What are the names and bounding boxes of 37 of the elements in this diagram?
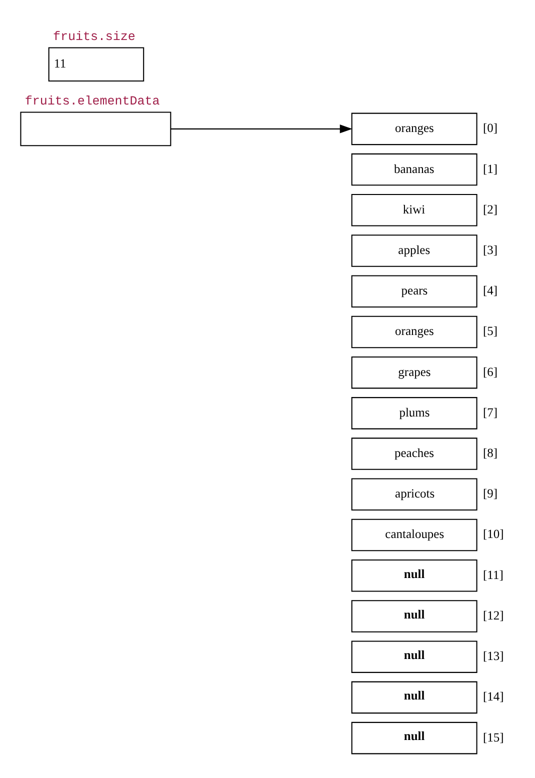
node-box: null xyxy=(351,721,478,754)
node-label: [15] xyxy=(483,730,504,744)
node-box: apricots xyxy=(351,478,478,510)
node-box: null xyxy=(351,640,478,672)
node-label: [8] xyxy=(483,446,498,460)
node-box: kiwi xyxy=(351,194,478,226)
node-label: [11] xyxy=(483,567,504,582)
node-box: apples xyxy=(351,234,478,266)
node-box: null xyxy=(351,600,478,632)
node-label: [4] xyxy=(483,283,498,298)
node-box: oranges xyxy=(351,112,478,145)
node-label: [0] xyxy=(483,120,498,135)
node-box: peaches xyxy=(351,437,478,470)
node-label: [12] xyxy=(483,608,504,622)
node-label: [14] xyxy=(483,689,504,704)
node-label: fruits.elementData xyxy=(24,94,160,108)
node-label: [13] xyxy=(483,648,504,663)
node-label: [9] xyxy=(483,486,498,500)
node-box: pears xyxy=(351,274,478,307)
node-box: grapes xyxy=(351,356,478,388)
node-label: fruits.size xyxy=(53,30,136,44)
node-box: oranges xyxy=(351,315,478,348)
node-label: [6] xyxy=(483,364,498,378)
node-label: [5] xyxy=(483,324,498,338)
node-box: 11 xyxy=(48,46,144,82)
node-label: [1] xyxy=(483,161,498,176)
arrow xyxy=(170,124,352,133)
node-box: null xyxy=(351,558,478,592)
node-label: [2] xyxy=(483,202,498,216)
node-box: plums xyxy=(351,396,478,429)
node-label: [7] xyxy=(483,404,498,419)
node-box: null xyxy=(351,680,478,714)
node-box xyxy=(20,111,172,146)
node-label: [3] xyxy=(483,242,498,256)
node-label: [10] xyxy=(483,526,504,541)
node-box: cantaloupes xyxy=(351,518,478,551)
node-box: bananas xyxy=(351,152,478,186)
